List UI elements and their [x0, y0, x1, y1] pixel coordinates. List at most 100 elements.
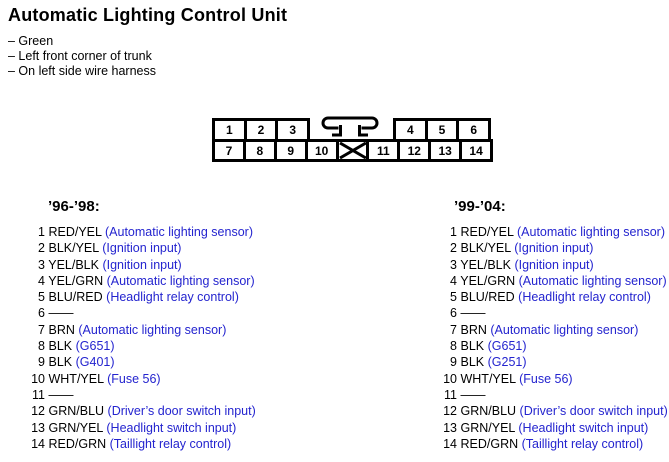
wire-color-label: BLK/YEL [460, 241, 511, 256]
note-line: – Left front corner of trunk [8, 49, 152, 63]
pin-row: 8 BLK (G651) [28, 338, 256, 354]
pin-row: 6 —— [28, 305, 256, 321]
wire-color-label: BLU/RED [460, 290, 515, 305]
pin-number: 6 [450, 306, 457, 321]
pin-number: 14 [443, 436, 457, 451]
pin-number: 12 [443, 404, 457, 419]
pin-number: 9 [38, 355, 45, 370]
pin-row: 5 BLU/RED (Headlight relay control) [440, 289, 668, 305]
connector-diagram: 1 2 3 4 5 6 7 8 9 10 11 12 13 14 [212, 116, 493, 162]
pin-row: 2 BLK/YEL (Ignition input) [440, 240, 668, 256]
pin-cell-8: 8 [242, 142, 274, 159]
pin-row: 3 YEL/BLK (Ignition input) [440, 257, 668, 273]
pin-description: (Ignition input) [102, 257, 182, 272]
pin-cell-1: 1 [215, 121, 244, 139]
pin-cell-12: 12 [397, 142, 429, 159]
pin-description: (Automatic lighting sensor) [106, 273, 255, 288]
wire-color-label: BLK [460, 339, 485, 354]
pin-cell-3: 3 [275, 121, 308, 139]
pin-row: 7 BRN (Automatic lighting sensor) [440, 322, 668, 338]
pin-list-96-98: 1 RED/YEL (Automatic lighting sensor) 2 … [28, 224, 256, 452]
pin-number: 6 [38, 306, 45, 321]
pin-row: 1 RED/YEL (Automatic lighting sensor) [440, 224, 668, 240]
pin-description: (Headlight switch input) [518, 420, 649, 435]
pin-row: 7 BRN (Automatic lighting sensor) [28, 322, 256, 338]
pin-description: (G651) [487, 339, 527, 354]
pin-description: (G651) [75, 339, 115, 354]
pin-row: 10 WHT/YEL (Fuse 56) [28, 371, 256, 387]
pin-description: (Driver’s door switch input) [519, 404, 668, 419]
pin-number: 11 [32, 387, 45, 402]
pin-row: 14 RED/GRN (Taillight relay control) [440, 436, 668, 452]
pin-row: 6 —— [440, 305, 668, 321]
pin-description: (Automatic lighting sensor) [518, 273, 667, 288]
wire-color-label: BRN [460, 322, 487, 337]
column-header-99-04: ’99-’04: [454, 198, 506, 215]
pin-number: 4 [38, 273, 45, 288]
pin-row: 11 —— [28, 387, 256, 403]
pin-number: 5 [450, 290, 457, 305]
wire-color-label: RED/GRN [48, 436, 107, 451]
pin-number: 8 [450, 339, 457, 354]
pin-row: 10 WHT/YEL (Fuse 56) [440, 371, 668, 387]
wire-color-label: YEL/BLK [460, 257, 511, 272]
note-line: – On left side wire harness [8, 64, 156, 78]
connector-bottom-row: 7 8 9 10 11 12 13 14 [212, 139, 493, 162]
pin-description: (Taillight relay control) [109, 436, 232, 451]
pin-cell-7: 7 [215, 142, 243, 159]
pin-number: 2 [450, 241, 457, 256]
pin-row: 5 BLU/RED (Headlight relay control) [28, 289, 256, 305]
wire-color-label: BRN [48, 322, 75, 337]
pin-row: 14 RED/GRN (Taillight relay control) [28, 436, 256, 452]
pin-number: 11 [444, 387, 457, 402]
pin-cell-5: 5 [424, 121, 457, 139]
pin-row: 9 BLK (G401) [28, 354, 256, 370]
pin-description: (G251) [487, 355, 527, 370]
pin-number: 14 [31, 436, 45, 451]
wire-color-label: WHT/YEL [460, 371, 516, 386]
pin-description: (Fuse 56) [519, 371, 573, 386]
pin-cell-14: 14 [459, 142, 491, 159]
wire-color-label: BLU/RED [48, 290, 103, 305]
pin-cell-10: 10 [304, 142, 336, 159]
pin-row: 11 —— [440, 387, 668, 403]
pin-cell-6: 6 [456, 121, 489, 139]
wire-color-label: —— [48, 306, 74, 321]
wire-color-label: RED/YEL [460, 225, 514, 239]
column-header-96-98: ’96-’98: [48, 198, 100, 215]
pin-number: 1 [450, 225, 457, 239]
connector-top-right-group: 4 5 6 [393, 118, 491, 142]
pin-number: 9 [450, 355, 457, 370]
pin-number: 12 [31, 404, 45, 419]
wire-color-label: BLK [48, 339, 73, 354]
pin-number: 2 [38, 241, 45, 256]
wire-color-label: WHT/YEL [48, 371, 104, 386]
pin-cell-2: 2 [243, 121, 276, 139]
pin-number: 7 [450, 322, 457, 337]
pin-row: 2 BLK/YEL (Ignition input) [28, 240, 256, 256]
wire-color-label: GRN/YEL [460, 420, 515, 435]
wire-color-label: YEL/GRN [48, 273, 104, 288]
pin-description: (Ignition input) [514, 241, 594, 256]
note-line: – Green [8, 34, 54, 48]
pin-number: 3 [38, 257, 45, 272]
wire-color-label: RED/GRN [460, 436, 519, 451]
x-mark-icon [338, 142, 367, 159]
pin-row: 1 RED/YEL (Automatic lighting sensor) [28, 224, 256, 240]
wire-color-label: RED/YEL [48, 225, 102, 239]
pin-description: (Automatic lighting sensor) [105, 225, 253, 239]
pin-number: 5 [38, 290, 45, 305]
pin-list-99-04: 1 RED/YEL (Automatic lighting sensor) 2 … [440, 224, 668, 452]
pin-row: 4 YEL/GRN (Automatic lighting sensor) [28, 273, 256, 289]
pin-row: 12 GRN/BLU (Driver’s door switch input) [440, 403, 668, 419]
pin-number: 13 [443, 420, 457, 435]
pin-description: (Automatic lighting sensor) [517, 225, 665, 239]
pin-row: 13 GRN/YEL (Headlight switch input) [28, 420, 256, 436]
blocked-pin-cell [335, 142, 367, 159]
pin-description: (Ignition input) [102, 241, 182, 256]
pin-number: 10 [443, 371, 457, 386]
pin-row: 8 BLK (G651) [440, 338, 668, 354]
pin-description: (Automatic lighting sensor) [490, 322, 639, 337]
pin-description: (Automatic lighting sensor) [78, 322, 227, 337]
pin-description: (Headlight relay control) [106, 290, 239, 305]
